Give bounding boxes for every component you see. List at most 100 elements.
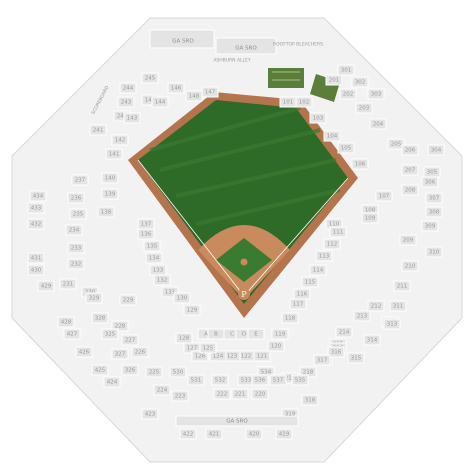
seat-section-block[interactable]	[383, 318, 401, 330]
seat-section-block[interactable]	[353, 310, 371, 322]
seat-section[interactable]: 129	[183, 304, 201, 316]
seat-section[interactable]: 125	[199, 342, 217, 354]
seat-section[interactable]: 432	[27, 218, 45, 230]
seat-section[interactable]: 139	[101, 188, 119, 200]
seat-section-block[interactable]	[91, 364, 109, 376]
seat-section-block[interactable]	[325, 74, 343, 86]
seat-section[interactable]: 315	[347, 352, 365, 364]
seat-section-block[interactable]	[101, 172, 119, 184]
ga-sro-top-area[interactable]	[149, 29, 215, 49]
seat-section-block[interactable]	[143, 240, 161, 252]
seat-section-block[interactable]	[117, 96, 135, 108]
seat-section-block[interactable]	[251, 388, 269, 400]
seat-section[interactable]: 425	[91, 364, 109, 376]
seat-section-block[interactable]	[271, 328, 289, 340]
seat-section[interactable]: 317	[313, 354, 331, 366]
seat-section[interactable]: 204	[369, 118, 387, 130]
seat-section[interactable]: 209	[399, 234, 417, 246]
seat-section[interactable]: 421	[205, 428, 223, 440]
seat-section[interactable]: 202	[339, 88, 357, 100]
seat-section[interactable]: 210	[401, 260, 419, 272]
seat-section[interactable]: 229	[119, 294, 137, 306]
seat-section-block[interactable]	[111, 348, 129, 360]
seat-section[interactable]: 124	[209, 350, 227, 362]
seat-section[interactable]: 225	[145, 366, 163, 378]
seat-section[interactable]: 232	[67, 258, 85, 270]
seat-section-block[interactable]	[231, 388, 249, 400]
seat-section-block[interactable]	[351, 76, 369, 88]
seat-section[interactable]: 212	[367, 300, 385, 312]
seat-section[interactable]: 326	[121, 364, 139, 376]
seat-section-block[interactable]	[145, 252, 163, 264]
seat-section-block[interactable]	[97, 206, 115, 218]
seat-section[interactable]: 306	[421, 176, 439, 188]
seat-section-block[interactable]	[401, 164, 419, 176]
seat-section-block[interactable]	[425, 206, 443, 218]
seat-section-block[interactable]	[421, 176, 439, 188]
seat-section[interactable]: 228	[111, 320, 129, 332]
seat-section[interactable]: 227	[121, 334, 139, 346]
seat-section[interactable]: 310	[425, 246, 443, 258]
seat-section-block[interactable]	[67, 242, 85, 254]
seat-section[interactable]: 423	[141, 408, 159, 420]
seat-section[interactable]: 422	[179, 428, 197, 440]
seat-section-block[interactable]	[201, 86, 219, 98]
seat-section[interactable]: 530	[169, 366, 187, 378]
seat-section[interactable]: 135	[143, 240, 161, 252]
seat-section[interactable]: 116	[293, 288, 311, 300]
seat-section[interactable]: 328	[91, 312, 109, 324]
seat-section[interactable]: 220	[251, 388, 269, 400]
seat-section-block[interactable]	[367, 300, 385, 312]
seat-section-block[interactable]	[173, 292, 191, 304]
seat-section-block[interactable]	[29, 190, 47, 202]
seat-section-block[interactable]	[389, 300, 407, 312]
seat-section-block[interactable]	[421, 220, 439, 232]
seat-section-block[interactable]	[387, 138, 405, 150]
seat-section-block[interactable]	[57, 316, 75, 328]
seat-section-block[interactable]	[211, 374, 229, 386]
seat-section-block[interactable]	[187, 374, 205, 386]
seat-section-block[interactable]	[401, 144, 419, 156]
seat-section[interactable]: 120	[267, 340, 285, 352]
seat-section-block[interactable]	[247, 328, 265, 340]
seat-section[interactable]: 203	[355, 102, 373, 114]
seat-section-block[interactable]	[339, 88, 357, 100]
seat-section-block[interactable]	[71, 174, 89, 186]
seat-section-block[interactable]	[69, 208, 87, 220]
seat-section-block[interactable]	[91, 312, 109, 324]
seat-section-block[interactable]	[137, 228, 155, 240]
seat-section-block[interactable]	[291, 374, 309, 386]
seat-section-block[interactable]	[179, 428, 197, 440]
seat-section[interactable]: 206	[401, 144, 419, 156]
seat-section[interactable]: 112	[323, 238, 341, 250]
seat-section-block[interactable]	[355, 102, 373, 114]
seat-section-block[interactable]	[101, 188, 119, 200]
seat-section-block[interactable]	[63, 328, 81, 340]
seat-section[interactable]: 427	[63, 328, 81, 340]
seat-section-block[interactable]	[213, 388, 231, 400]
seat-section[interactable]: 205	[387, 138, 405, 150]
seat-section-block[interactable]	[309, 264, 327, 276]
seat-section[interactable]: 128	[175, 332, 193, 344]
ga-sro-center-area[interactable]	[215, 37, 277, 55]
seat-section-block[interactable]	[37, 280, 55, 292]
seat-section-block[interactable]	[347, 352, 365, 364]
seat-section[interactable]: 235	[69, 208, 87, 220]
seat-section-block[interactable]	[141, 408, 159, 420]
seat-section[interactable]: 241	[89, 124, 107, 136]
seat-section-block[interactable]	[245, 428, 263, 440]
seat-section[interactable]: 420	[245, 428, 263, 440]
seat-section-block[interactable]	[183, 304, 201, 316]
seat-section[interactable]: 141	[105, 148, 123, 160]
seat-section[interactable]: 236	[67, 192, 85, 204]
seat-section[interactable]: 223	[171, 390, 189, 402]
seat-section[interactable]: 316	[327, 346, 345, 358]
seat-section[interactable]: 142	[111, 134, 129, 146]
seat-section-block[interactable]	[153, 274, 171, 286]
seat-section[interactable]: 102	[295, 96, 313, 108]
seat-section[interactable]: 134	[145, 252, 163, 264]
seat-section[interactable]: 143	[123, 112, 141, 124]
seat-section[interactable]: 302	[351, 76, 369, 88]
seat-section[interactable]: 243	[117, 96, 135, 108]
seat-section[interactable]: 140	[101, 172, 119, 184]
